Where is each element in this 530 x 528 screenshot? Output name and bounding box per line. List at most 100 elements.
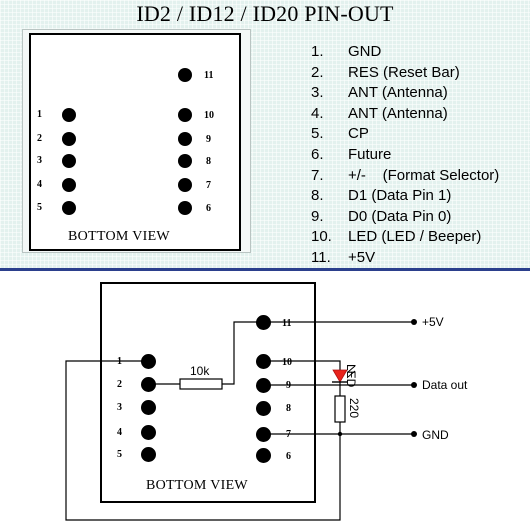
top-pin-label-6: 6 [206,203,211,214]
plus5v-label: +5V [422,315,444,329]
pin-list-number: 7. [311,166,324,184]
bottom-pin-4 [141,425,156,440]
resistor-220 [334,395,346,423]
resistor-10k [179,378,223,390]
pin-list-item: 2. RES (Reset Bar) [311,63,499,84]
pin-list-number: 11. [311,248,331,266]
bottom-pin-label-8: 8 [286,403,291,414]
gnd-terminal [411,431,417,437]
pin-list-desc: Future [348,145,392,163]
led-emission-arrow-icon [347,365,356,373]
pin-list-desc: ANT (Antenna) [348,84,448,102]
pin-list-item: 11. +5V [311,248,499,269]
top-pin-label-11: 11 [204,70,214,81]
res10k-to-pin11-wire [222,321,263,385]
bottom-pin-2 [141,377,156,392]
data-out-terminal [411,382,417,388]
pin-list-item: 1. GND [311,42,499,63]
pin-list-number: 3. [311,84,324,102]
pin-list-desc: D0 (Data Pin 0) [348,207,452,225]
gnd-label: GND [422,428,449,442]
top-view-label: BOTTOM VIEW [68,229,170,244]
top-pin-label-3: 3 [37,155,42,166]
led-label: LED [344,364,358,388]
bottom-pin-5 [141,447,156,462]
bottom-pin-1 [141,354,156,369]
bottom-pin-label-10: 10 [282,357,292,368]
pin-list-item: 4. ANT (Antenna) [311,104,499,125]
top-pin-10 [178,108,192,122]
bottom-view-label: BOTTOM VIEW [146,478,248,493]
top-pin-9 [178,132,192,146]
pin-list-desc: +/- (Format Selector) [348,166,500,184]
bottom-pin-label-7: 7 [286,429,291,440]
pin-list-desc: LED (LED / Beeper) [348,228,482,246]
pin-list-desc: +5V [348,248,376,266]
pin-list-number: 10. [311,228,332,246]
bottom-pin-label-5: 5 [117,449,122,460]
pin-list-desc: GND [348,43,382,60]
pin-list-number: 4. [311,104,324,122]
top-pin-8 [178,154,192,168]
top-pin-label-10: 10 [204,110,214,121]
plus5v-terminal [411,319,417,325]
bottom-pin-9 [256,378,271,393]
pin-list-desc: RES (Reset Bar) [348,63,460,81]
pin-list-item: 7. +/- (Format Selector) [311,166,499,187]
top-pin-label-7: 7 [206,180,211,191]
top-pin-label-4: 4 [37,179,42,190]
bottom-pin-6 [256,448,271,463]
pin-description-list: 1.GND 2.RES (Reset Bar) 3.ANT (Antenna) … [311,42,499,269]
top-pin-6 [178,201,192,215]
resistor-10k-label: 10k [190,364,210,378]
top-pin-3 [62,154,76,168]
pin-list-desc: D1 (Data Pin 1) [348,187,452,205]
panel-divider [0,268,530,271]
pin-list-number: 8. [311,187,324,205]
top-pin-label-5: 5 [37,202,42,213]
bottom-pin-8 [256,401,271,416]
top-pin-label-8: 8 [206,156,211,167]
bottom-pin-label-3: 3 [117,402,122,413]
top-pin-label-9: 9 [206,134,211,145]
gnd-loop-wire [65,360,341,521]
led-emission-arrow-icon [347,370,356,378]
bottom-pin-11 [256,315,271,330]
pin-list-number: 2. [311,63,324,81]
top-pin-4 [62,178,76,192]
page-title: ID2 / ID12 / ID20 PIN-OUT [136,1,394,26]
data-out-label: Data out [422,378,468,392]
bottom-pin-label-11: 11 [282,318,292,329]
bottom-pin-label-9: 9 [286,380,291,391]
bottom-pin-7 [256,427,271,442]
resistor-220-label: 220 [347,398,361,419]
pin-list-item: 8. D1 (Data Pin 1) [311,186,499,207]
bottom-pin-label-2: 2 [117,379,122,390]
top-pin-11 [178,68,192,82]
pin-list-item: 10. LED (LED / Beeper) [311,227,499,248]
top-pin-label-1: 1 [37,109,42,120]
top-pin-1 [62,108,76,122]
top-pin-2 [62,132,76,146]
pin-list-desc: CP [348,125,369,143]
pin-list-number: 6. [311,145,324,163]
pin-list-desc: ANT (Antenna) [348,104,448,122]
pin-list-number: 1. [311,43,324,60]
top-pin-label-2: 2 [37,133,42,144]
pin-list-number: 5. [311,125,324,143]
pin-list-item: 6. Future [311,145,499,166]
chip-bottom-view-top: 1 2 3 4 5 11 10 9 8 7 6 BOTTOM VIEW [29,33,241,251]
gnd-junction-dot [337,431,343,437]
bottom-pin-label-6: 6 [286,451,291,462]
bottom-pin-3 [141,400,156,415]
pin-list-item: 5. CP [311,124,499,145]
pin-list-item: 3. ANT (Antenna) [311,83,499,104]
led-icon [332,369,348,383]
top-pin-5 [62,201,76,215]
bottom-pin-10 [256,354,271,369]
chip-bottom-view-wiring [100,282,316,503]
pin10-to-led-wire [263,360,341,370]
bottom-pin-label-1: 1 [117,356,122,367]
pin-list-item: 9. D0 (Data Pin 0) [311,207,499,228]
pin-list-number: 9. [311,207,324,225]
